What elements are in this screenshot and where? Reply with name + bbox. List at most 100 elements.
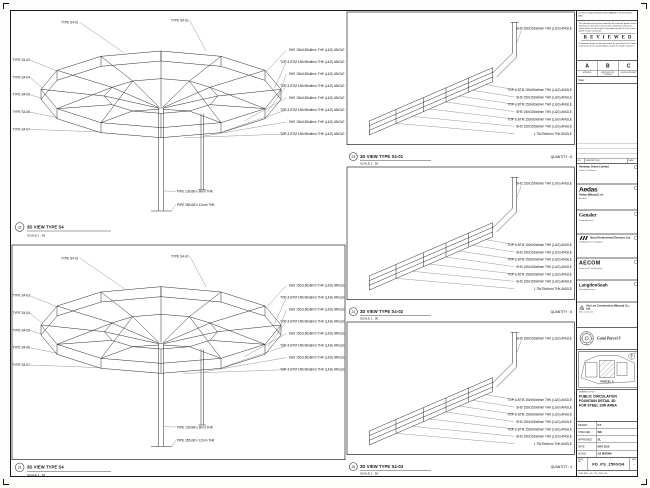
detail-tag-number: 24 bbox=[351, 310, 355, 314]
detail-tag-circle bbox=[15, 222, 25, 232]
panel-title: 3D VIEW TYPE S4-02 bbox=[360, 309, 404, 314]
dwg-rev-cell: REV - bbox=[629, 457, 637, 471]
detail-tag-circle bbox=[15, 462, 25, 472]
view-3d-type-s4-lower: TYPE S4-01 TYPE S4-02 TYPE S4-03 TYPE S4… bbox=[11, 244, 346, 477]
view-contents: TYPE S4-01 TYPE S4-02 TYPE S4-03 TYPE S4… bbox=[12, 254, 345, 447]
panel-border bbox=[346, 166, 575, 300]
panel-caption: 23 3D VIEW TYPE S4-01 SCALE 1 : 50 QUANT… bbox=[349, 152, 573, 166]
view-scale: SCALE 1 : 50 bbox=[27, 473, 46, 477]
parcel-label: PARCEL 3 bbox=[601, 379, 614, 383]
dwg-no-value: FD_PS_2500/S4 bbox=[592, 461, 625, 467]
leader-lines bbox=[395, 185, 522, 289]
annotation-label: L 75x75x6mm THK ANGLE bbox=[534, 132, 572, 136]
project-seal-row: Cotai Parcel 3 bbox=[577, 328, 637, 350]
annotation-label: TOP & BTM 150x90x8mm THK (L&G) ANGLE bbox=[280, 320, 345, 324]
leader-lines bbox=[29, 255, 287, 447]
annotation-label: TYPE S4-02 bbox=[171, 19, 189, 23]
annotation-label: TYPE S4-07 bbox=[12, 363, 30, 367]
annotation-label: L 75x75x6mm THK ANGLE bbox=[534, 287, 572, 291]
annotation-label: TOP & BTM 150x90x8mm THK (L&G) ANGLE bbox=[280, 108, 345, 112]
panel-quantity: QUANTITY : 8 bbox=[551, 155, 573, 159]
aecom-logo: AECOM bbox=[579, 260, 601, 267]
field-label: DATE bbox=[577, 443, 597, 450]
annotation-label: TOP & BTM 150x90x8mm THK (L&G) ANGLE bbox=[280, 296, 345, 300]
annotation-label: TOP & BTM 150x90x8mm THK (L&G) ANGLE bbox=[507, 398, 572, 402]
annotation-label: TOP & BTM 150x90x8mm THK (L&G) ANGLE bbox=[280, 84, 345, 88]
company-role: Architect bbox=[579, 197, 587, 200]
panel-quantity: QUANTITY : 4 bbox=[551, 465, 573, 469]
field-scale: SCALE AS SHOWN bbox=[577, 450, 637, 458]
project-seal-text: Cotai Parcel 3 bbox=[597, 335, 621, 341]
drawing-title-line: FOUNTAIN DETAIL 3D bbox=[579, 399, 616, 404]
field-label: APPROVED bbox=[577, 435, 597, 443]
title-block: DO NOT SCALE FROM THIS DRAWING. IF IN DO… bbox=[577, 11, 637, 476]
field-checked: CHECKED WK bbox=[577, 428, 637, 436]
status-b-label: APPROVED WITH COMMENTS bbox=[597, 70, 619, 77]
status-a-letter: A bbox=[577, 61, 598, 71]
corner-mark bbox=[641, 3, 647, 9]
sheet-frame: TYPE S4-01 TYPE S4-02 TYPE S4-03 TYPE S4… bbox=[10, 10, 638, 477]
field-approved: APPROVED SL bbox=[577, 435, 637, 444]
company-role: Building Services Engineer bbox=[579, 241, 603, 244]
company-aedas: Aedas Aedas (Macau) Ltd. Architect bbox=[577, 184, 637, 211]
detail-tag-number: 21 bbox=[18, 466, 22, 470]
annotation-label: PIPE 355.6Ø x 12mm THK bbox=[177, 439, 216, 443]
drawing-title-line: PUBLIC CIRCULATION bbox=[579, 394, 617, 399]
annotation-label: TYPE S4-01 bbox=[61, 256, 79, 260]
detail-tag-circle bbox=[349, 307, 358, 316]
title-block-column: DO NOT SCALE FROM THIS DRAWING. IF IN DO… bbox=[576, 11, 637, 476]
aedas-logo: Aedas bbox=[579, 186, 598, 194]
member-structure bbox=[369, 332, 519, 446]
company-name: Venetian Orient Limited bbox=[579, 165, 609, 169]
revision-col-no: NO. bbox=[577, 158, 586, 164]
panel-border bbox=[346, 11, 575, 145]
annotations: TYPE S4-01 TYPE S4-02 TYPE S4-03 TYPE S4… bbox=[12, 19, 344, 207]
drawing-title-line: FOR STEEL S/W AREA bbox=[579, 403, 617, 408]
status-c-label: REVISE & RESUBMIT bbox=[618, 70, 637, 77]
review-status-grid: A B C APPROVED APPROVED WITH COMMENTS RE… bbox=[577, 61, 637, 78]
corner-mark bbox=[3, 479, 9, 485]
field-value: KT bbox=[597, 423, 602, 427]
status-checkbox bbox=[634, 165, 637, 169]
leader-lines bbox=[395, 30, 522, 134]
panel-border bbox=[346, 321, 575, 455]
middle-panel-column: SHS 150x150x8mm THK (L&G) ANGLE TOP & BT… bbox=[346, 11, 576, 476]
annotation-label: SHS 150x150x8mm THK (L&G) ANGLE bbox=[516, 280, 572, 284]
annotation-label: SHS 150x150x8mm THK (L&G) ANGLE bbox=[516, 265, 572, 269]
dwg-rev-value: - bbox=[633, 462, 635, 467]
canopy-structure bbox=[40, 286, 282, 447]
annotation-label: TYPE S4-04 bbox=[12, 75, 30, 79]
drawing-title-caption: DRAWING TITLE : bbox=[579, 391, 596, 394]
annotation-label: TYPE S4-02 bbox=[171, 254, 189, 258]
annotation-label: SHS 150x150x8mm THK (L&G) ANGLE bbox=[516, 435, 572, 439]
canopy-structure bbox=[40, 50, 282, 212]
field-value: SL bbox=[597, 437, 601, 441]
annotation-label: SHS 150x150x8mm THK (L&G) ANGLE bbox=[516, 95, 572, 99]
annotation-label: TYPE S4-07 bbox=[12, 127, 30, 131]
detail-tag-number: 25 bbox=[351, 465, 355, 469]
panel-title: 3D VIEW TYPE S4-01 bbox=[360, 154, 404, 159]
leader-lines bbox=[29, 20, 287, 212]
annotation-label: SHS 150x150x8mm THK (L&G) ANGLE bbox=[516, 420, 572, 424]
annotation-label: TYPE S4-06 bbox=[12, 110, 30, 114]
status-b-letter: B bbox=[598, 61, 619, 71]
panel-scale: SCALE 1 : 50 bbox=[360, 317, 379, 321]
annotation-label: SHS 150x150x8mm THK (L&G) ANGLE bbox=[289, 72, 345, 76]
field-label: SCALE bbox=[577, 450, 597, 458]
view-3d-type-s4-upper: TYPE S4-01 TYPE S4-02 TYPE S4-03 TYPE S4… bbox=[12, 19, 344, 238]
panel-scale: SCALE 1 : 50 bbox=[360, 162, 379, 166]
annotation-label: TOP & BTM 150x90x8mm THK (L&G) ANGLE bbox=[280, 132, 345, 136]
company-aecom: AECOM Structural & Civil Engineer bbox=[577, 258, 637, 281]
detail-tag-circle bbox=[349, 152, 358, 161]
status-checkbox bbox=[634, 186, 637, 190]
annotations: SHS 150x150x8mm THK (L&G) ANGLE TOP & BT… bbox=[507, 27, 572, 136]
left-view-column: TYPE S4-01 TYPE S4-02 TYPE S4-03 TYPE S4… bbox=[11, 11, 346, 476]
view-scale: SCALE 1 : 50 bbox=[27, 233, 46, 237]
annotations: SHS 150x150x8mm THK (L&G) ANGLE TOP & BT… bbox=[507, 182, 572, 291]
revision-col-description: DESCRIPTION bbox=[585, 158, 628, 164]
annotation-label: SHS 150x150x8mm THK (L&G) ANGLE bbox=[516, 250, 572, 254]
annotation-label: TYPE S4-05 bbox=[12, 328, 30, 332]
annotation-label: TOP & BTM 150x90x8mm THK (L&G) ANGLE bbox=[507, 88, 572, 92]
company-gensler: Gensler Design Architect bbox=[577, 210, 637, 235]
company-role: Structural & Civil Engineer bbox=[579, 267, 603, 270]
